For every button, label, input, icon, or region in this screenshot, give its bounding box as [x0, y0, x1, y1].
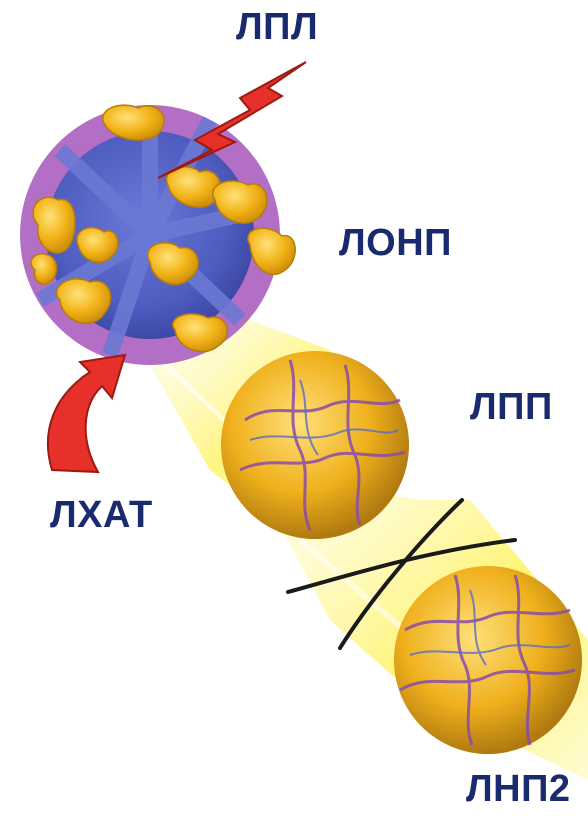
lhat-arrow-icon [48, 355, 125, 472]
label-lpp: ЛПП [470, 386, 553, 429]
label-lnp2: ЛНП2 [466, 768, 571, 811]
ldl-particle [394, 566, 582, 754]
idl-particle [221, 351, 409, 539]
label-lpl: ЛПЛ [236, 6, 318, 49]
label-lonp: ЛОНП [339, 222, 452, 265]
label-lhat: ЛХАТ [50, 494, 153, 537]
